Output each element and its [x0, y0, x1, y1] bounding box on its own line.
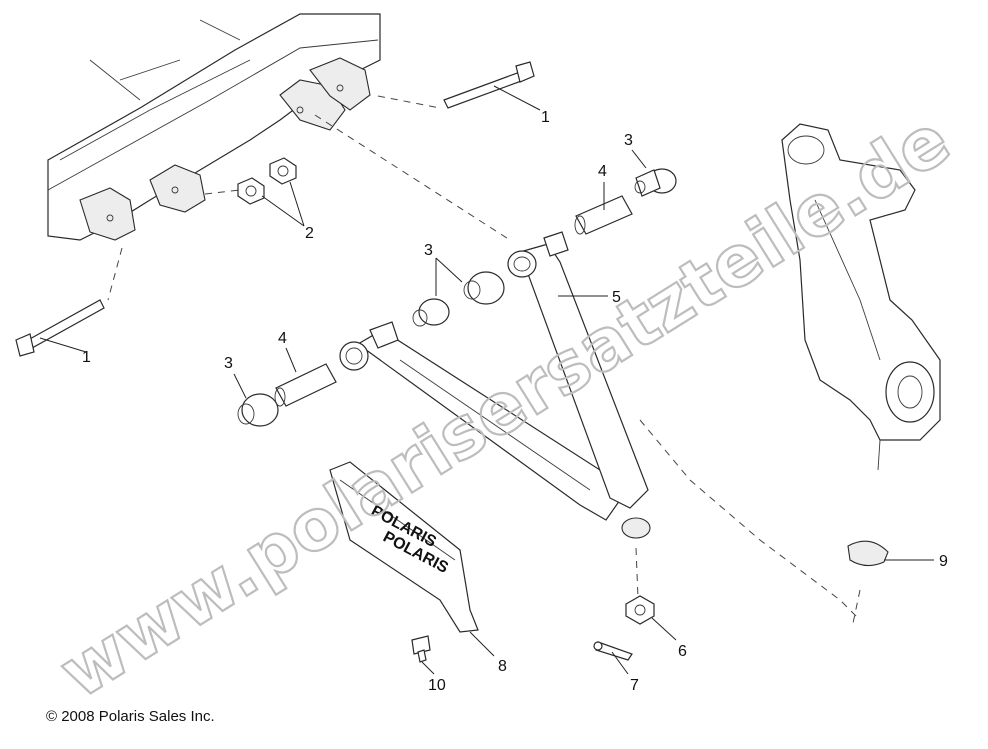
callout-6: 6: [678, 643, 687, 660]
callout-9: 9: [939, 553, 948, 570]
callout-10: 10: [428, 677, 446, 694]
screw: [411, 635, 431, 663]
copyright-notice: © 2008 Polaris Sales Inc.: [46, 708, 215, 725]
callout-1-upper: 1: [541, 109, 550, 126]
callout-2: 2: [305, 225, 314, 242]
callout-1-lower: 1: [82, 349, 91, 366]
steering-knuckle: [781, 123, 941, 471]
callout-5: 5: [612, 289, 621, 306]
callout-labels: 1 1 2 3 3 3 4 4 5 6 7 8 9 10: [82, 109, 948, 694]
bushing-right: [634, 168, 677, 197]
assembly-guide-lines: [107, 95, 861, 629]
nut-pair: [237, 157, 297, 205]
frame-section: [47, 13, 381, 241]
callout-8: 8: [498, 658, 507, 675]
callout-4-right: 4: [598, 163, 607, 180]
callout-3-right: 3: [624, 132, 633, 149]
a-arm: [339, 231, 651, 539]
cotter-pin: [593, 641, 633, 661]
bolt-upper: [443, 61, 535, 109]
castle-nut: [625, 595, 655, 625]
bushing-left: [237, 393, 279, 427]
bolt-lower: [15, 299, 105, 357]
sleeve-left: [274, 363, 337, 407]
callout-leaders: [39, 85, 934, 675]
callout-7: 7: [630, 677, 639, 694]
callout-4-left: 4: [278, 330, 287, 347]
callout-3-left: 3: [224, 355, 233, 372]
bushing-middle-pair: [412, 271, 505, 327]
sleeve-right: [574, 195, 633, 235]
callout-3-middle: 3: [424, 242, 433, 259]
dust-cap: [847, 540, 889, 567]
